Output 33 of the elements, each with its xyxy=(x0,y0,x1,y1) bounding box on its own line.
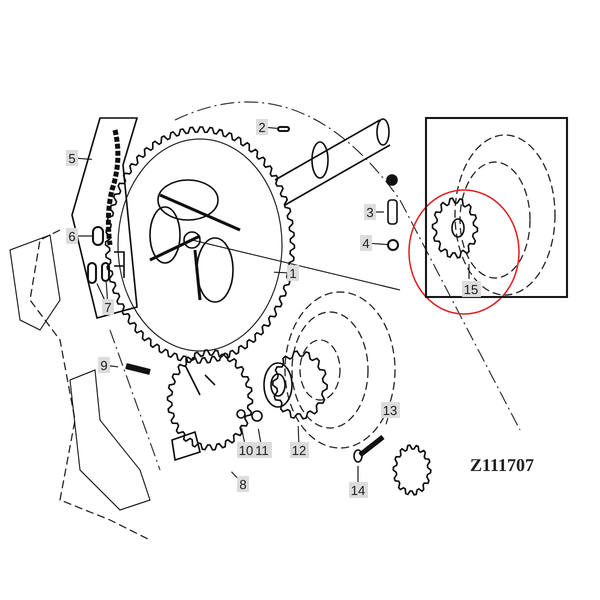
callout-number: 13 xyxy=(380,402,400,418)
leader-line xyxy=(298,426,300,442)
leader-line xyxy=(274,272,288,274)
leader-line xyxy=(78,158,93,160)
chain-link xyxy=(101,262,110,282)
callout-number: 7 xyxy=(102,299,114,315)
callout-number: 1 xyxy=(287,265,299,281)
callout-number: 14 xyxy=(348,482,368,498)
callout-number: 3 xyxy=(364,204,376,220)
leader-line xyxy=(386,418,388,425)
callout-number: 15 xyxy=(462,281,480,297)
leader-line xyxy=(96,283,105,300)
inset-frame xyxy=(425,117,568,298)
leader-line xyxy=(258,428,262,442)
callout-number: 6 xyxy=(66,228,78,244)
leader-line xyxy=(268,127,278,129)
callout-number: 5 xyxy=(66,150,78,166)
callout-number: 8 xyxy=(237,476,249,492)
leader-line xyxy=(110,365,119,368)
leader-line xyxy=(372,242,388,246)
nut xyxy=(387,239,399,251)
chain-link xyxy=(92,226,104,246)
leader-line xyxy=(241,427,245,442)
callout-number: 9 xyxy=(98,357,110,373)
chain-link xyxy=(87,262,97,284)
key xyxy=(277,126,290,132)
callout-number: 4 xyxy=(360,235,372,251)
leader-line xyxy=(106,282,108,300)
leader-line xyxy=(231,471,238,478)
drawing-number: Z111707 xyxy=(470,454,534,477)
callout-number: 2 xyxy=(256,119,268,135)
leader-line xyxy=(468,264,470,280)
callout-number: 12 xyxy=(290,442,308,458)
